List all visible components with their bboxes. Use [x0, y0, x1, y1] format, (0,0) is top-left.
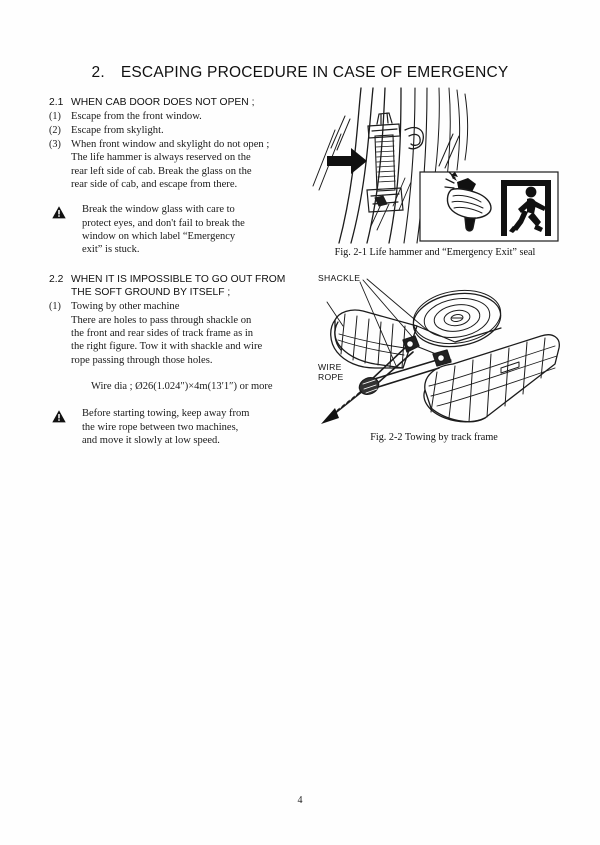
warning-text-line: exit” is stuck.: [82, 244, 140, 256]
list-item: (1) Escape from the front window.: [49, 110, 298, 123]
warning-text: Before starting towing, keep away from t…: [82, 407, 298, 447]
section-title-line: THE SOFT GROUND BY ITSELF ;: [71, 287, 231, 299]
warning-text-line: Before starting towing, keep away from: [82, 408, 250, 420]
page-number: 4: [297, 795, 303, 806]
page-title: 2. ESCAPING PROCEDURE IN CASE OF EMERGENC…: [0, 64, 600, 82]
list-marker: (1): [49, 301, 61, 313]
figure-label-shackle: SHACKLE: [318, 273, 361, 283]
figure-label-line: ROPE: [318, 372, 344, 382]
list-item: (2) Escape from skylight.: [49, 124, 298, 137]
warning-text-line: Break the window glass with care to: [82, 204, 235, 216]
wire-spec-line: Wire dia ; Ø26(1.024″)×4m(13′1″) or more: [91, 381, 273, 393]
figure-label-wire-rope: WIRE ROPE: [318, 362, 344, 382]
section-title: WHEN CAB DOOR DOES NOT OPEN ;: [71, 97, 255, 108]
list-marker: (2): [49, 125, 61, 137]
page-title-number: 2.: [91, 64, 105, 81]
section-number: 2.1: [49, 97, 64, 108]
list-marker: (1): [49, 111, 61, 123]
warning-block: Before starting towing, keep away from t…: [49, 407, 298, 447]
list-text: Towing by other machine There are holes …: [71, 300, 298, 367]
list-text-line: the front and rear sides of track frame …: [71, 327, 254, 339]
warning-block: Break the window glass with care to prot…: [49, 203, 298, 257]
figure-2-2-caption: Fig. 2-2 Towing by track frame: [370, 432, 498, 443]
figure-2-1-caption: Fig. 2-1 Life hammer and “Emergency Exit…: [334, 247, 536, 258]
figure-2-1-illustration: [305, 86, 565, 244]
list-text: Escape from skylight.: [71, 125, 164, 137]
list-text-line: Towing by other machine: [71, 301, 180, 313]
warning-text: Break the window glass with care to prot…: [82, 203, 298, 257]
list-text-line: The life hammer is always reserved on th…: [71, 152, 251, 164]
list-marker: (3): [49, 138, 61, 150]
section-number: 2.2: [49, 273, 64, 285]
list-text-line: rear left side of cab. Break the glass o…: [71, 165, 252, 177]
list-text: Escape from the front window.: [71, 111, 202, 123]
page-title-text: ESCAPING PROCEDURE IN CASE OF EMERGENCY: [120, 64, 509, 81]
list-text-line: rear side of cab, and escape from there.: [71, 178, 238, 190]
list-text-line: rope passing through those holes.: [71, 354, 213, 366]
figure-2-2-illustration: [305, 268, 563, 428]
figure-label-line: WIRE: [318, 362, 342, 372]
list-text-line: the right figure. Tow it with shackle an…: [71, 341, 263, 353]
list-item: (3) When front window and skylight do no…: [49, 138, 298, 191]
list-text-line: When front window and skylight do not op…: [71, 138, 270, 150]
warning-text-line: the wire rope between two machines,: [82, 421, 239, 433]
text-column: 2.1 WHEN CAB DOOR DOES NOT OPEN ; (1) Es…: [49, 96, 298, 448]
warning-triangle-icon: [49, 407, 82, 447]
warning-text-line: protect eyes, and don't fail to break th…: [82, 217, 245, 229]
warning-text-line: and move it slowly at low speed.: [82, 435, 220, 447]
list-item: (1) Towing by other machine There are ho…: [49, 300, 298, 367]
section-heading-2-1: 2.1 WHEN CAB DOOR DOES NOT OPEN ;: [49, 96, 298, 109]
section-title-line: WHEN IT IS IMPOSSIBLE TO GO OUT FROM: [71, 273, 286, 285]
section-heading-2-2: 2.2 WHEN IT IS IMPOSSIBLE TO GO OUT FROM…: [49, 273, 298, 299]
warning-triangle-icon: [49, 203, 82, 257]
list-text: When front window and skylight do not op…: [71, 138, 298, 191]
list-text-line: There are holes to pass through shackle …: [71, 314, 252, 326]
section-title: WHEN IT IS IMPOSSIBLE TO GO OUT FROM THE…: [71, 273, 298, 299]
warning-text-line: window on which label “Emergency: [82, 231, 236, 243]
